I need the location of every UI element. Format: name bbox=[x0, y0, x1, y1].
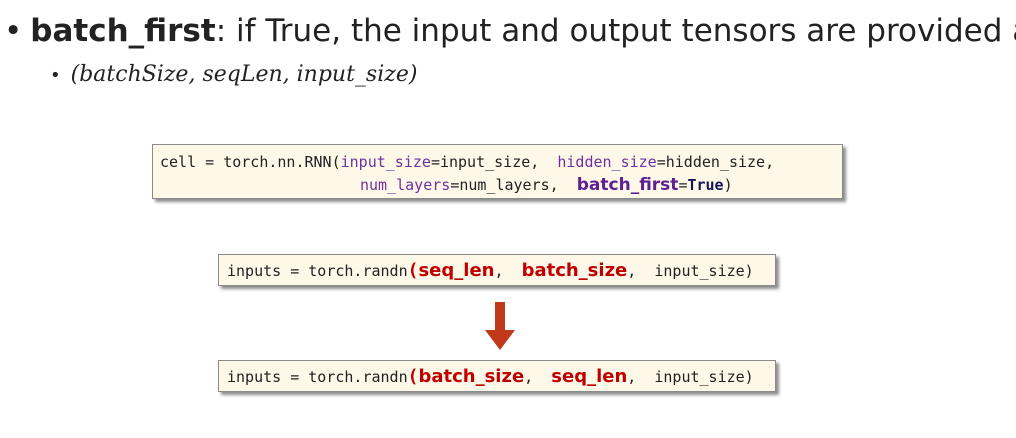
rnn-constructor-code-box: cell = torch.nn.RNN(input_size=input_siz… bbox=[152, 144, 843, 199]
code-before-seq-len: seq_len bbox=[418, 260, 495, 281]
code-arg-hidden-size: hidden_size bbox=[557, 153, 657, 171]
code-before-open-paren: ( bbox=[407, 260, 419, 281]
code-before-sep: , bbox=[494, 262, 522, 280]
code-before-rest: , input_size) bbox=[627, 262, 754, 280]
code-after-seq-len: seq_len bbox=[551, 366, 628, 387]
code-after-open-paren: ( bbox=[407, 366, 419, 387]
code-before-prefix: inputs = torch.randn bbox=[227, 262, 408, 280]
batch-first-bullet: •batch_first: if True, the input and out… bbox=[4, 12, 1016, 50]
code-arg-num-layers: num_layers bbox=[360, 176, 451, 194]
code-rnn-suffix: ) bbox=[723, 176, 733, 194]
code-rnn-line2: num_layers=num_layers, batch_first=True) bbox=[160, 174, 842, 197]
code-arg-hidden-size-value: =hidden_size, bbox=[656, 153, 775, 171]
shape-sub-bullet: • (batchSize, seqLen, input_size) bbox=[50, 60, 417, 91]
code-after-prefix: inputs = torch.randn bbox=[227, 368, 408, 386]
batch-first-keyword: batch_first bbox=[30, 13, 216, 49]
code-rnn-prefix: cell = torch.nn.RNN( bbox=[160, 153, 341, 171]
bullet-dot: • bbox=[4, 13, 23, 49]
shape-formula: (batchSize, seqLen, input_size) bbox=[70, 62, 418, 87]
code-after-rest: , input_size) bbox=[627, 368, 754, 386]
code-arg-batch-first: batch_first bbox=[576, 175, 679, 195]
code-arg-batch-first-value: True bbox=[687, 176, 724, 194]
code-after-sep: , bbox=[524, 368, 552, 386]
code-arg-input-size: input_size bbox=[340, 153, 431, 171]
inputs-after-code-box: inputs = torch.randn(batch_size, seq_len… bbox=[218, 360, 776, 392]
code-arg-input-size-value: =input_size, bbox=[430, 153, 558, 171]
code-arg-batch-first-eq: = bbox=[678, 176, 688, 194]
code-before-batch-size: batch_size bbox=[521, 260, 628, 281]
batch-first-description: : if True, the input and output tensors … bbox=[215, 13, 1016, 49]
down-arrow-icon bbox=[485, 302, 515, 350]
code-after-batch-size: batch_size bbox=[418, 366, 525, 387]
code-arg-num-layers-value: =num_layers, bbox=[450, 176, 577, 194]
inputs-before-code-box: inputs = torch.randn(seq_len, batch_size… bbox=[218, 254, 776, 286]
sub-bullet-dot: • bbox=[50, 65, 61, 86]
